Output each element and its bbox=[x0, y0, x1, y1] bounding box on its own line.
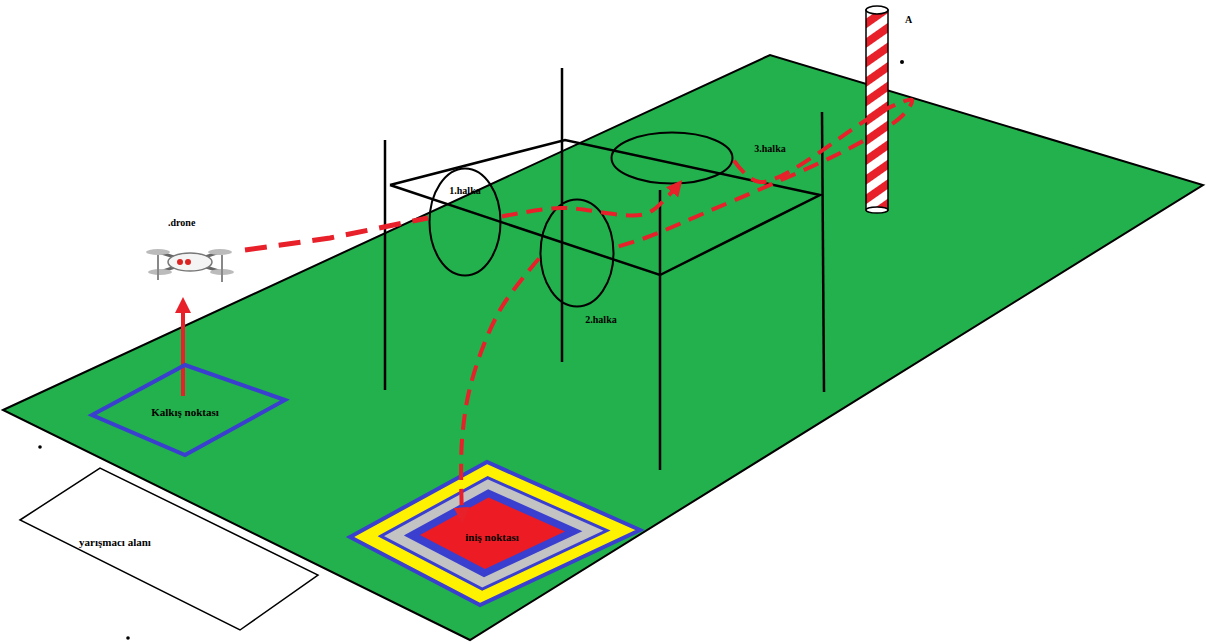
takeoff-pad-border bbox=[92, 365, 285, 455]
landing-band bbox=[350, 462, 640, 605]
dot bbox=[900, 60, 904, 64]
dot bbox=[38, 445, 42, 449]
ring: 1.halka bbox=[428, 167, 502, 277]
landing-band bbox=[381, 478, 607, 590]
green-field bbox=[3, 55, 1203, 640]
node-label: 3.halka bbox=[754, 143, 785, 155]
drone-icon bbox=[146, 249, 234, 282]
ring-frame bbox=[385, 68, 824, 470]
ring-outline bbox=[428, 167, 502, 277]
ring-ellipse bbox=[541, 200, 614, 307]
ring: 3.halka bbox=[610, 131, 734, 185]
competitor-area-border bbox=[20, 468, 318, 630]
node-label: 2.halka bbox=[585, 314, 616, 326]
point-label: A bbox=[905, 14, 912, 26]
pole bbox=[866, 6, 888, 213]
node-label: 1.halka bbox=[449, 185, 480, 197]
ring-outline bbox=[610, 131, 734, 185]
flight-path bbox=[615, 100, 912, 248]
landing-pad: iniş noktası bbox=[345, 455, 645, 610]
ring-ellipse bbox=[612, 133, 733, 184]
node-label: Kalkış noktası bbox=[151, 406, 219, 419]
competitor-area-outline bbox=[15, 465, 325, 637]
node-label: iniş noktası bbox=[465, 531, 519, 544]
dot bbox=[126, 636, 130, 640]
drone-label: .drone bbox=[168, 217, 195, 229]
flight-path bbox=[502, 185, 678, 217]
landing-band bbox=[406, 490, 580, 576]
ring-outline bbox=[539, 198, 615, 308]
ring-ellipse bbox=[430, 169, 501, 276]
landing-band bbox=[420, 498, 565, 570]
competitor-area: yarışmacı alanı bbox=[15, 465, 325, 637]
takeoff-arrow bbox=[181, 305, 185, 396]
node-label: yarışmacı alanı bbox=[79, 536, 151, 549]
takeoff-pad: Kalkış noktası bbox=[88, 360, 288, 460]
ring: 2.halka bbox=[539, 198, 615, 308]
flight-path bbox=[461, 259, 539, 518]
flight-path bbox=[245, 218, 428, 250]
